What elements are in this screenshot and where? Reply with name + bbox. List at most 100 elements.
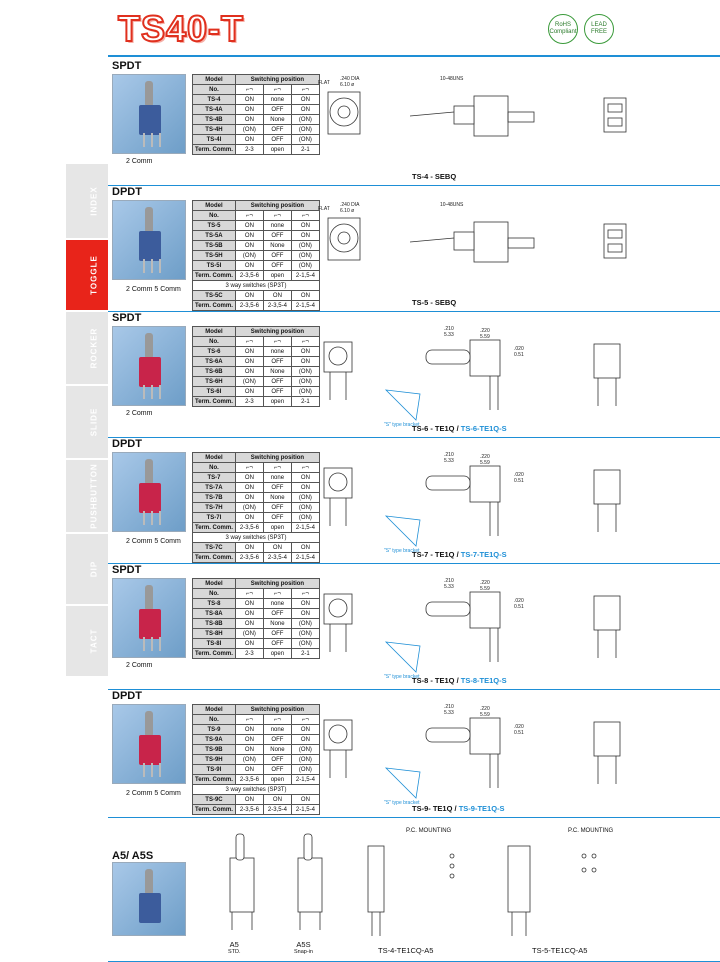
table-cell: 2-3,5-6 <box>234 270 264 281</box>
table-cell: ON <box>234 512 264 523</box>
table-cell: 2-1 <box>290 396 320 407</box>
table-cell: ON <box>234 638 264 649</box>
table-cell: none <box>262 346 292 357</box>
table-cell: No. <box>192 462 236 473</box>
caption-text: TS-8 - TE1Q / <box>412 676 459 685</box>
table-cell: Model <box>192 326 236 337</box>
pc-mounting-label: P.C. MOUNTING <box>406 828 452 834</box>
pin-shape <box>151 511 153 525</box>
terminal-schematic: 2 Comm 5 Comm <box>126 538 181 545</box>
sidebar-tab[interactable]: SLIDE <box>66 386 108 460</box>
table-cell: TS-4B <box>192 114 236 125</box>
sidebar-tab[interactable]: TOGGLE <box>66 240 108 312</box>
table-cell: ON <box>234 724 264 735</box>
svg-text:.220: .220 <box>480 706 490 712</box>
table-cell: (ON) <box>234 502 264 513</box>
table-cell: TS-4H <box>192 124 236 135</box>
table-cell: 2-3,5-6 <box>234 300 264 311</box>
product-photo <box>112 200 186 280</box>
sidebar-tab[interactable]: DIP <box>66 534 108 606</box>
svg-text:5.59: 5.59 <box>480 586 490 592</box>
table-cell: Term. Comm. <box>192 300 236 311</box>
table-cell: ON <box>234 734 264 745</box>
table-cell: Term. Comm. <box>192 804 236 815</box>
table-cell: TS-7I <box>192 512 236 523</box>
table-cell: ON <box>262 290 292 301</box>
svg-text:.220: .220 <box>480 454 490 460</box>
svg-text:"S" type bracket: "S" type bracket <box>384 674 420 680</box>
sidebar-tab[interactable]: ROCKER <box>66 312 108 386</box>
table-cell: (ON) <box>234 124 264 135</box>
table-cell: (ON) <box>234 250 264 261</box>
table-cell: TS-9I <box>192 764 236 775</box>
table-cell: 2-3 <box>234 396 264 407</box>
svg-text:.240 DIA: .240 DIA <box>340 202 360 208</box>
table-cell: ON <box>234 492 264 503</box>
table-cell: TS-7 <box>192 472 236 483</box>
table-cell: (ON) <box>234 754 264 765</box>
table-cell: TS-9B <box>192 744 236 755</box>
terminal-schematic: 2 Comm 5 Comm <box>126 286 181 293</box>
table-cell: None <box>262 744 292 755</box>
table-row: 3 way switches (SP3T) <box>192 784 320 795</box>
table-cell: OFF <box>262 512 292 523</box>
caption-text: A5 <box>229 940 239 949</box>
table-cell: 2-1,5-4 <box>290 300 320 311</box>
table-cell: (ON) <box>234 628 264 639</box>
table-cell: OFF <box>262 608 292 619</box>
table-cell: 2-1 <box>290 144 320 155</box>
caption-text: TS-7 - TE1Q / <box>412 550 459 559</box>
svg-text:6.10 ø: 6.10 ø <box>340 208 354 214</box>
table-cell: TS-9C <box>192 794 236 805</box>
table-cell: None <box>262 492 292 503</box>
caption-sub: STD. <box>228 949 241 955</box>
table-row: TS-6H(ON)OFF(ON) <box>192 376 320 387</box>
toggle-position-icon: ⌐¬ <box>234 714 264 725</box>
product-photo <box>112 704 186 784</box>
table-cell: TS-8 <box>192 598 236 609</box>
table-cell: TS-7A <box>192 482 236 493</box>
pin-shape <box>151 133 153 147</box>
toggle-position-icon: ⌐¬ <box>262 84 292 95</box>
sidebar-tab[interactable]: INDEX <box>66 164 108 240</box>
section-label: DPDT <box>112 438 142 450</box>
sidebar-tab[interactable]: PUSHBUTTON <box>66 460 108 534</box>
table-cell: none <box>262 598 292 609</box>
sidebar-tab[interactable]: TACT <box>66 606 108 678</box>
table-row: TS-7H(ON)OFF(ON) <box>192 502 320 513</box>
pin-shape <box>159 385 161 399</box>
table-row: No.⌐¬⌐¬⌐¬ <box>192 336 320 347</box>
table-cell: 2-3,5-4 <box>262 552 292 563</box>
dim-flat: FLAT <box>318 206 330 212</box>
table-cell: TS-5A <box>192 230 236 241</box>
table-row: No.⌐¬⌐¬⌐¬ <box>192 714 320 725</box>
sidebar-tab-label: TACT <box>89 628 99 654</box>
pin-shape <box>143 637 145 651</box>
svg-text:0.51: 0.51 <box>514 604 524 610</box>
toggle-position-icon: ⌐¬ <box>262 462 292 473</box>
svg-text:.210: .210 <box>444 326 454 332</box>
table-cell: No. <box>192 84 236 95</box>
table-cell: TS-5I <box>192 260 236 271</box>
section-label: SPDT <box>112 312 142 324</box>
pin-shape <box>159 637 161 651</box>
table-cell: TS-5H <box>192 250 236 261</box>
table-cell: ON <box>234 134 264 145</box>
table-cell: No. <box>192 210 236 221</box>
